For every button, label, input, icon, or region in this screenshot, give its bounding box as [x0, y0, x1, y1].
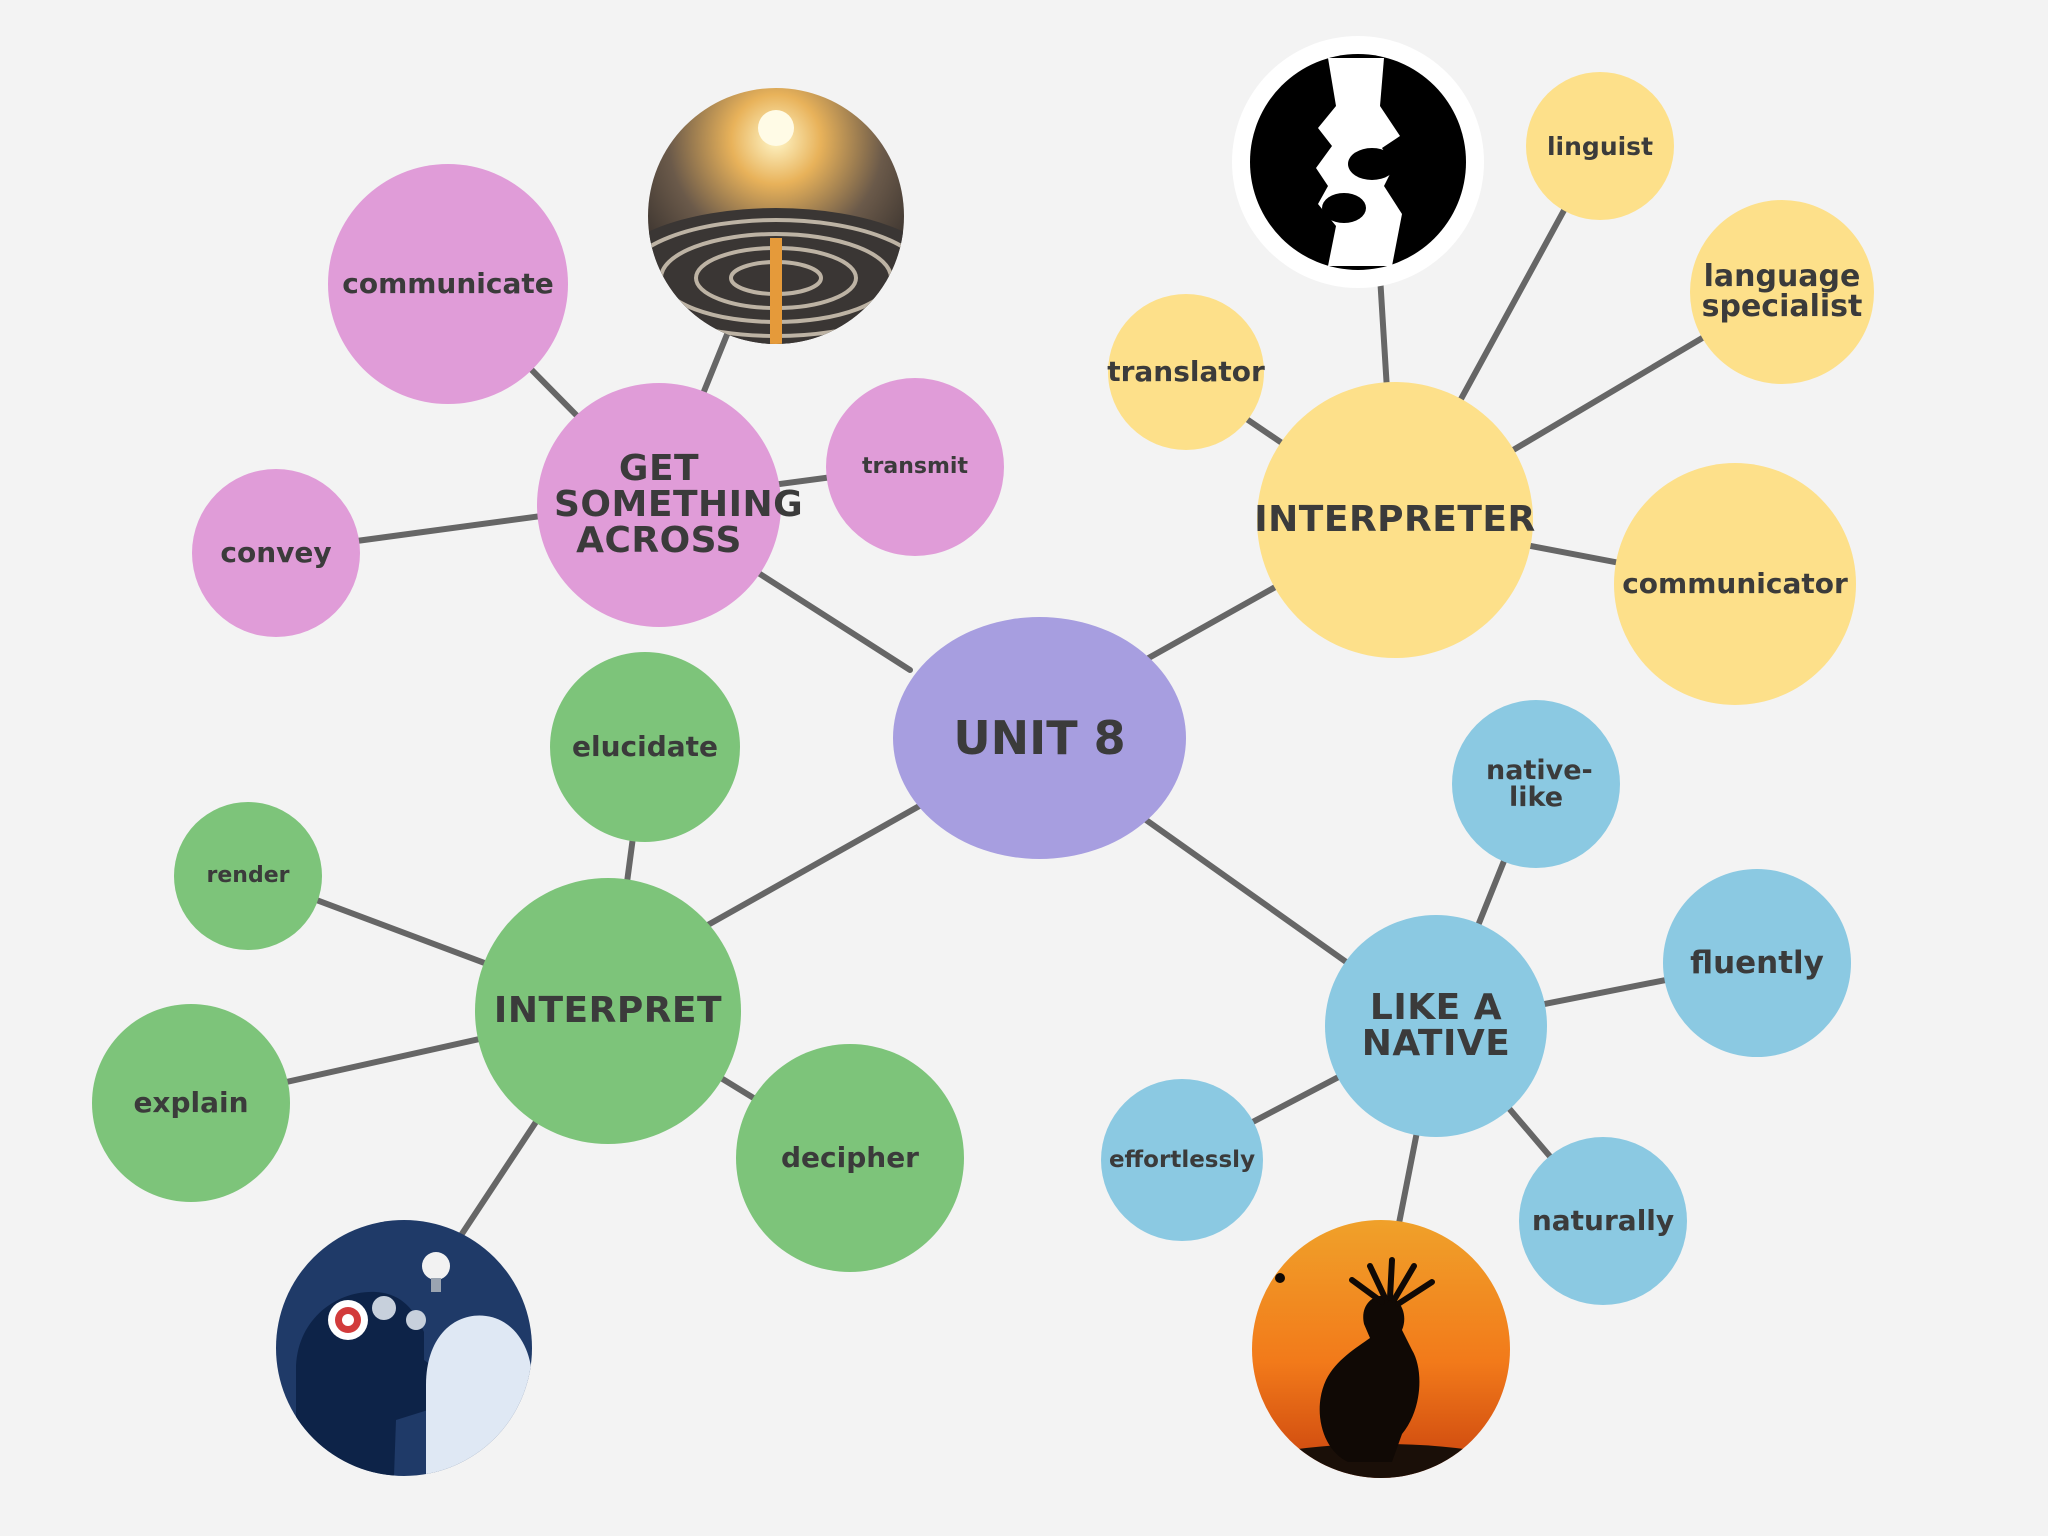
leaf-render: render	[174, 802, 322, 950]
leaf-label: translator	[1107, 355, 1265, 388]
leaf-label: convey	[220, 536, 332, 569]
hub-label: GET SOMETHING ACROSS	[554, 448, 804, 561]
center-label: UNIT 8	[953, 711, 1126, 765]
leaf-label: native-like	[1486, 755, 1593, 813]
leaf-fluently: fluently	[1663, 869, 1851, 1057]
center-node: UNIT 8	[893, 617, 1186, 859]
leaf-label: effortlessly	[1108, 1146, 1256, 1173]
leaf-label: decipher	[780, 1141, 919, 1174]
faces-speech-bubbles-icon	[1232, 36, 1484, 288]
leaf-label: transmit	[862, 454, 968, 479]
hub-interpreter: INTERPRETER	[1254, 382, 1536, 658]
leaf-label: render	[206, 863, 290, 888]
leaf-transmit: transmit	[826, 378, 1004, 556]
maze-image-icon	[648, 88, 904, 344]
leaf-label: naturally	[1531, 1204, 1675, 1237]
leaf-linguist: linguist	[1526, 72, 1674, 220]
leaf-language-specialist: language specialist	[1690, 200, 1874, 384]
hub-label: INTERPRETER	[1254, 499, 1536, 540]
leaf-communicator: communicator	[1614, 463, 1856, 705]
leaf-convey: convey	[192, 469, 360, 637]
leaf-label: explain	[133, 1086, 249, 1119]
leaf-label: elucidate	[571, 730, 719, 763]
hub-label: LIKE A NATIVE	[1361, 987, 1511, 1064]
leaf-decipher: decipher	[736, 1044, 964, 1272]
leaf-effortlessly: effortlessly	[1101, 1079, 1263, 1241]
leaf-label: language specialist	[1701, 259, 1863, 324]
leaf-label: communicator	[1622, 567, 1848, 600]
leaf-label: fluently	[1690, 944, 1824, 981]
hub-like-a-native: LIKE A NATIVE	[1325, 915, 1547, 1137]
leaf-naturally: naturally	[1519, 1137, 1687, 1305]
leaf-native-like: native-like	[1452, 700, 1620, 868]
leaf-communicate: communicate	[328, 164, 568, 404]
native-silhouette-sunset-icon	[1252, 1220, 1510, 1478]
hub-get-something-across: GET SOMETHING ACROSS	[537, 383, 804, 627]
hub-label: INTERPRET	[493, 990, 723, 1031]
leaf-explain: explain	[92, 1004, 290, 1202]
leaf-label: linguist	[1546, 131, 1654, 161]
leaf-elucidate: elucidate	[550, 652, 740, 842]
leaf-label: communicate	[342, 267, 554, 300]
hub-interpret: INTERPRET	[475, 878, 741, 1144]
heads-gears-icon	[276, 1220, 532, 1476]
leaf-translator: translator	[1107, 294, 1265, 450]
